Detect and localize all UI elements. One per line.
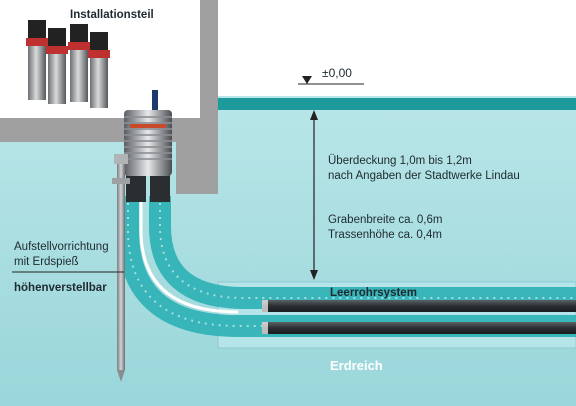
- soil-area: [0, 96, 576, 406]
- depth-dimension-arrow: [310, 110, 318, 280]
- installation-part-label: Installationsteil: [70, 9, 154, 21]
- soil-label: Erdreich: [330, 358, 383, 373]
- cable-head-icon: [124, 90, 172, 176]
- route-height-label: Trassenhöhe ca. 0,4m: [328, 229, 442, 241]
- spike-label-line2: mit Erdspieß: [14, 256, 79, 268]
- coverage-line1: Überdeckung 1,0m bis 1,2m: [328, 155, 472, 167]
- spike-label-line1: Aufstellvorrichtung: [14, 241, 109, 253]
- pipe-lower: [262, 322, 576, 334]
- pipe-upper: [262, 300, 576, 312]
- ground-spike-icon: [112, 154, 130, 382]
- installation-part-icon: [26, 20, 110, 108]
- conduit-system-label: Leerrohrsystem: [330, 287, 417, 299]
- trench-width-label: Grabenbreite ca. 0,6m: [328, 214, 443, 226]
- surface-layer: [218, 98, 576, 110]
- level-marker-icon: [298, 76, 364, 85]
- conduit-curve-inner: [149, 196, 576, 309]
- coverage-line2: nach Angaben der Stadtwerke Lindau: [328, 170, 520, 182]
- height-adjustable-label: höhenverstellbar: [14, 282, 107, 294]
- level-label: ±0,00: [322, 66, 352, 80]
